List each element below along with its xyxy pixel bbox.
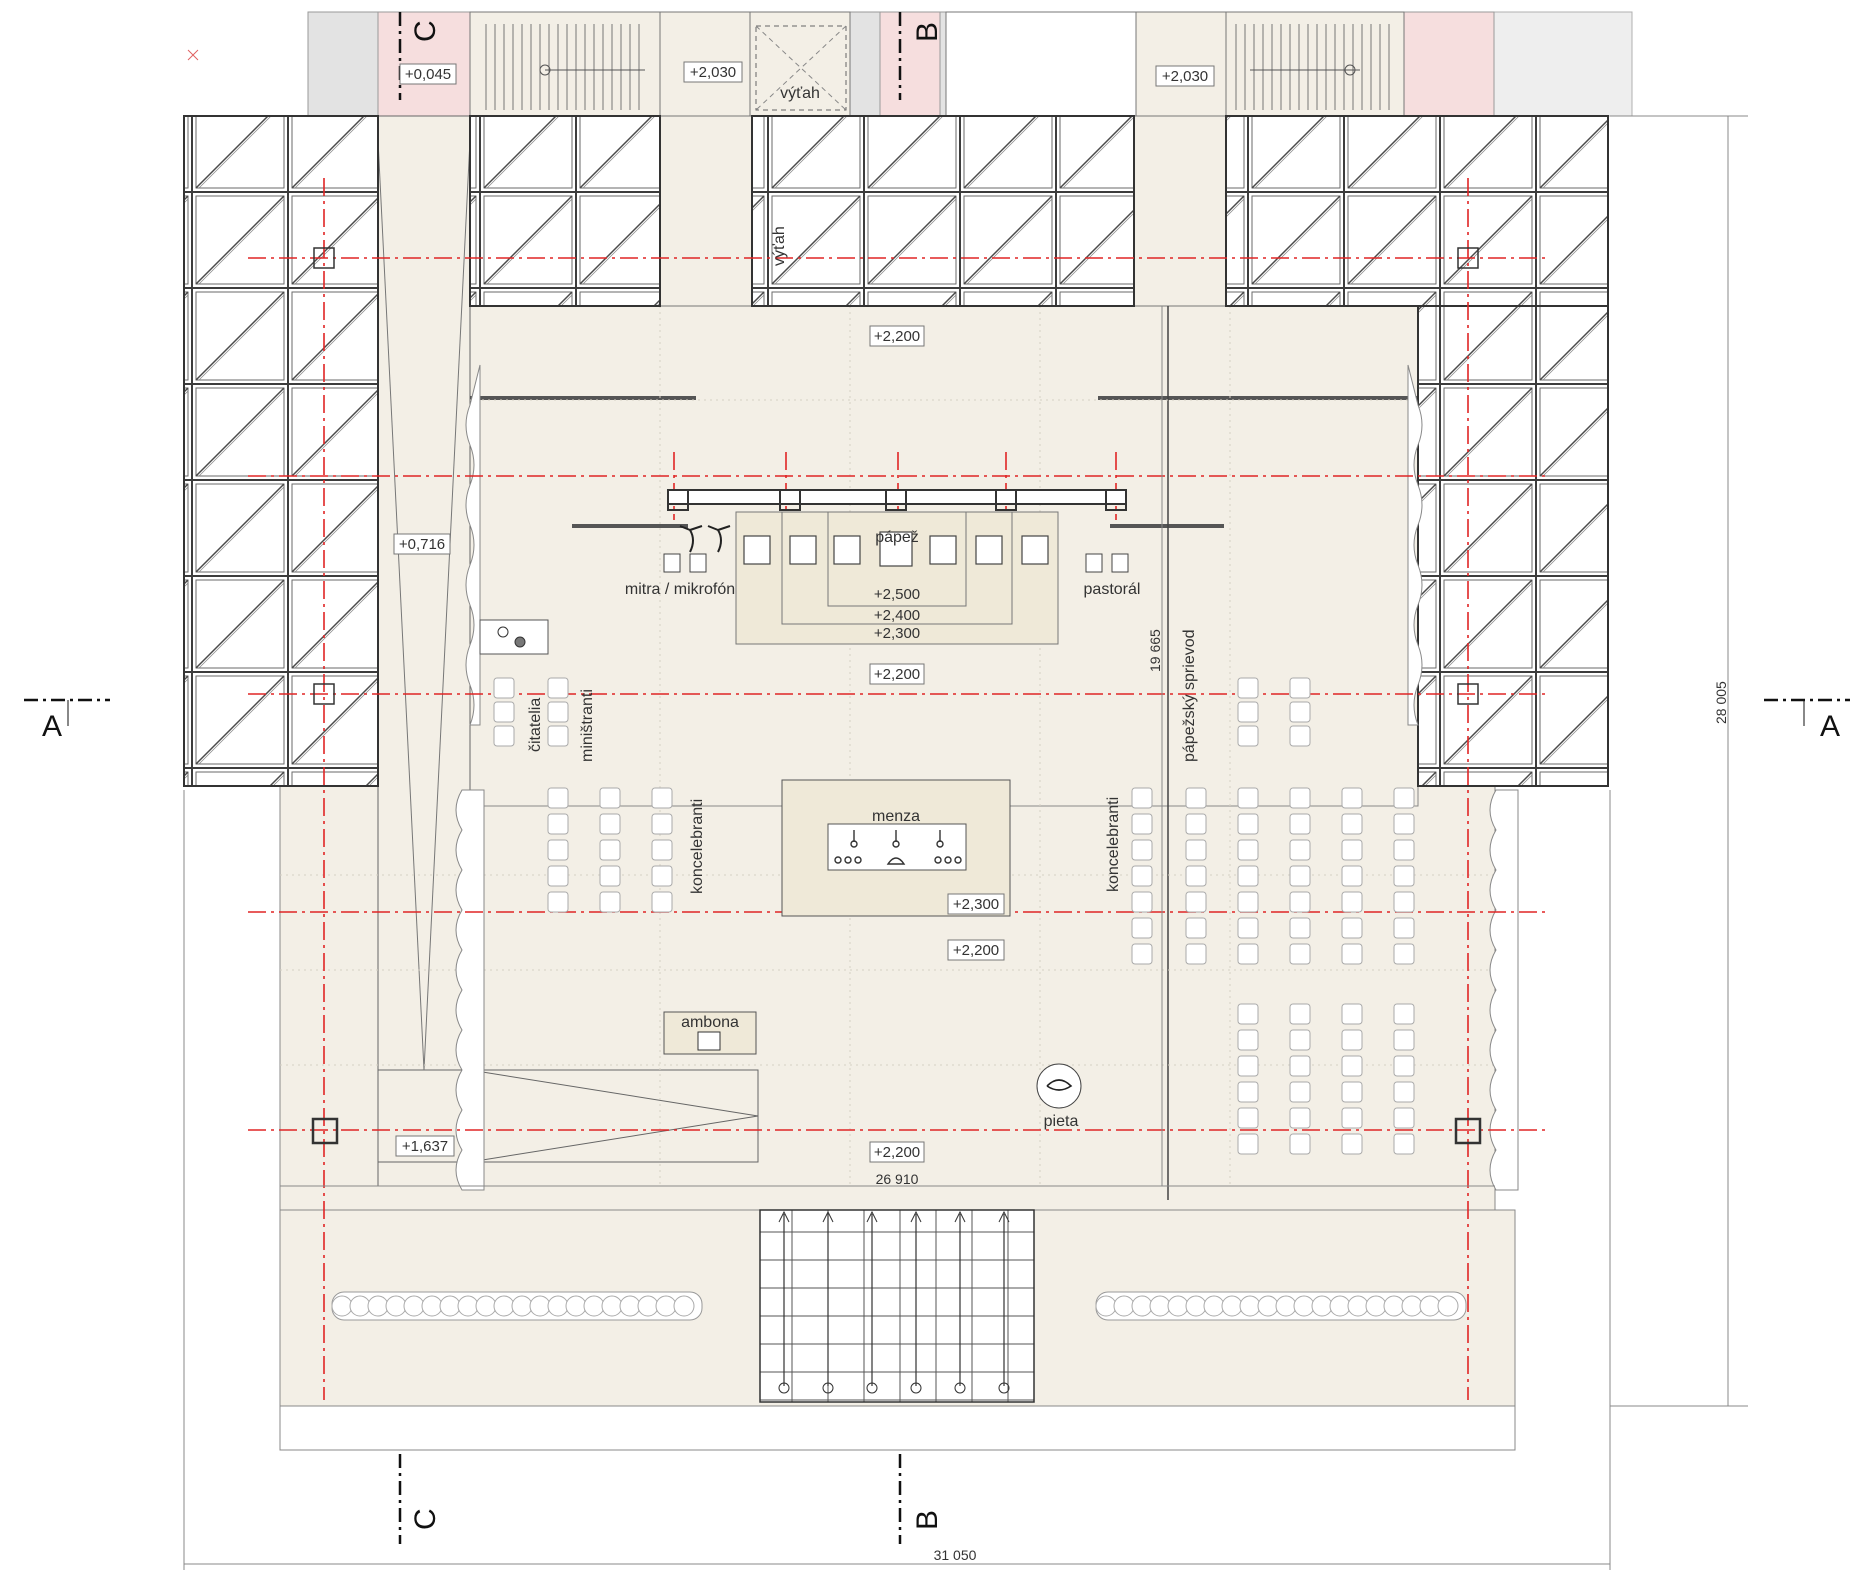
level-front-platform: +2,200	[874, 1144, 920, 1161]
level-dais-top: +2,500	[874, 586, 920, 603]
level-side-left: +0,716	[399, 536, 445, 553]
level-stair-center: +2,030	[690, 64, 736, 81]
structural-axes	[248, 178, 1548, 1400]
dim-total-width: 31 050	[934, 1547, 977, 1563]
level-upper-platform: +2,200	[874, 328, 920, 345]
stairs-right	[1235, 24, 1390, 110]
pieta-statue	[1036, 1063, 1082, 1109]
label-crozier: pastorál	[1084, 581, 1141, 598]
altar-dais	[663, 489, 1129, 645]
level-menza: +2,300	[953, 896, 999, 913]
columns	[311, 247, 1482, 1145]
planters	[331, 1291, 1467, 1321]
section-marks	[24, 12, 1850, 1544]
altar-menza	[781, 779, 1011, 917]
label-pieta: pieta	[1044, 1113, 1079, 1130]
stair-landing-center	[879, 11, 941, 117]
level-ramp-left: +1,637	[402, 1138, 448, 1155]
section-a-right: A	[1820, 710, 1840, 743]
label-elevator-top: výťah	[780, 85, 820, 102]
label-altar: menza	[872, 808, 920, 825]
section-mark-labels: A A B B C C	[42, 20, 1840, 1530]
front-stairs	[759, 1209, 1035, 1403]
level-dais-mid: +2,400	[874, 607, 920, 624]
dimension-labels: 26 910 31 050 28 005 19 665	[876, 629, 1729, 1563]
label-concelebrants-left: koncelebranti	[689, 799, 706, 894]
stair-landing-right	[1403, 11, 1495, 117]
level-lower-platform: +2,200	[953, 942, 999, 959]
section-a-left: A	[42, 710, 62, 743]
front-step	[279, 1405, 1516, 1451]
section-c-top: C	[409, 20, 442, 42]
label-mitre-mic: mitra / mikrofón	[625, 581, 735, 598]
roof-truss	[183, 115, 1609, 787]
dim-platform-depth: 19 665	[1147, 629, 1163, 672]
label-pope: pápež	[875, 529, 919, 546]
section-b-bottom: B	[911, 1510, 944, 1530]
seating	[493, 677, 1415, 1155]
stairs-left	[485, 24, 640, 110]
dim-total-depth: 28 005	[1713, 681, 1729, 724]
level-stair-left: +0,045	[405, 66, 451, 83]
elevator-top	[755, 25, 847, 111]
label-ambo: ambona	[681, 1014, 739, 1031]
dim-platform-width: 26 910	[876, 1171, 919, 1187]
dimension-lines	[183, 115, 1748, 1570]
section-c-bottom: C	[409, 1508, 442, 1530]
credence-table	[479, 619, 549, 655]
label-altar-servers: miništranti	[579, 689, 596, 762]
zone-labels: výťah výťah pápež mitra / mikrofón pasto…	[527, 85, 1198, 1130]
rear-block	[307, 11, 1633, 117]
label-elevator-shaft: výťah	[771, 226, 788, 266]
ambo	[663, 1011, 757, 1055]
level-tags: +0,045 +2,030 +2,030 +2,200 +0,716 +2,50…	[393, 61, 1215, 1163]
label-concelebrants-right: koncelebranti	[1105, 797, 1122, 892]
level-platform-mid: +2,200	[874, 666, 920, 683]
curtains	[455, 364, 1519, 1191]
section-b-top: B	[911, 22, 944, 42]
level-stair-right: +2,030	[1162, 68, 1208, 85]
label-papal-escort: pápežský sprievod	[1181, 629, 1198, 762]
label-readers: čitatelia	[527, 698, 544, 752]
level-dais-low: +2,300	[874, 625, 920, 642]
